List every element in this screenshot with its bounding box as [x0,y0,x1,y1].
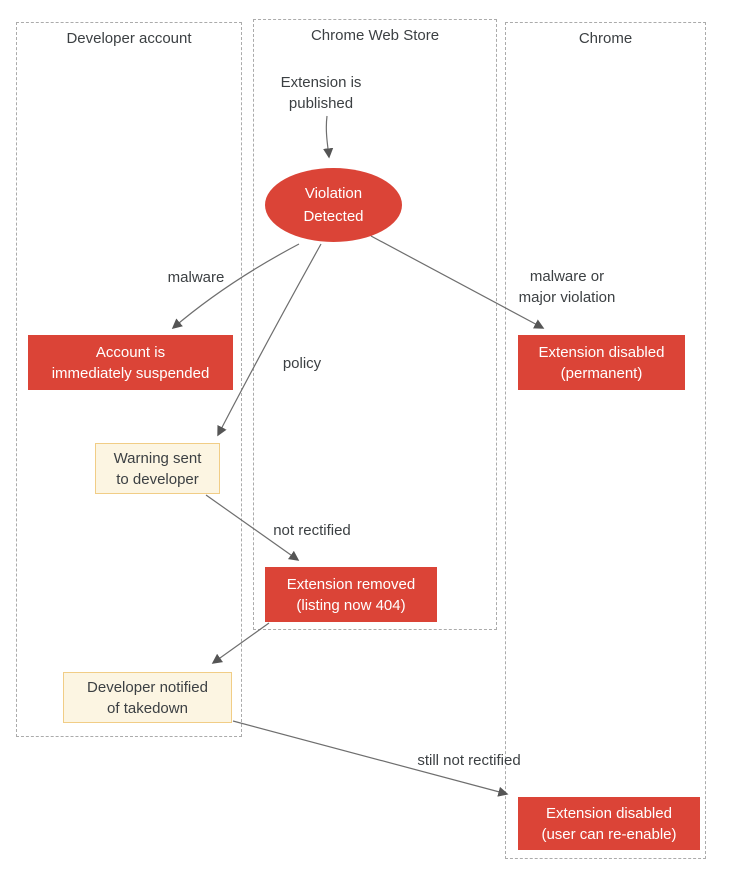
lane-chrome: Chrome [505,22,706,859]
lane-developer-account: Developer account [16,22,242,737]
node-extension-published: Extension is published [280,74,362,112]
lane-title-developer-account: Developer account [66,30,192,47]
edge-label-still-not-rectified: still not rectified [417,752,521,769]
node-violation-detected: Violation Detected [265,168,402,242]
edge-label-malware: malware [167,269,225,286]
edge-label-not-rectified: not rectified [273,522,351,539]
lane-title-chrome-web-store: Chrome Web Store [310,27,440,44]
node-extension-removed: Extension removed (listing now 404) [265,567,437,622]
edge-label-malware-or-major-violation: malware or major violation [518,268,616,306]
arrow-published-to-violation [323,115,334,159]
arrow-violation-to-account-suspended [171,243,300,329]
node-warning-sent: Warning sent to developer [95,443,220,494]
node-developer-notified: Developer notified of takedown [63,672,232,723]
edge-label-policy: policy [282,355,322,372]
arrow-violation-to-disabled-permanent [370,235,545,329]
node-account-suspended: Account is immediately suspended [28,335,233,390]
arrow-violation-to-warning-sent [217,243,322,437]
node-extension-disabled-reenable: Extension disabled (user can re-enable) [518,797,700,850]
arrow-notified-to-disabled-reenable [232,720,509,797]
lane-chrome-web-store: Chrome Web Store [253,19,497,630]
arrow-removed-to-developer-notified [211,622,270,664]
node-extension-disabled-permanent: Extension disabled (permanent) [518,335,685,390]
arrow-warning-to-extension-removed [205,494,300,561]
lane-title-chrome: Chrome [578,30,633,47]
